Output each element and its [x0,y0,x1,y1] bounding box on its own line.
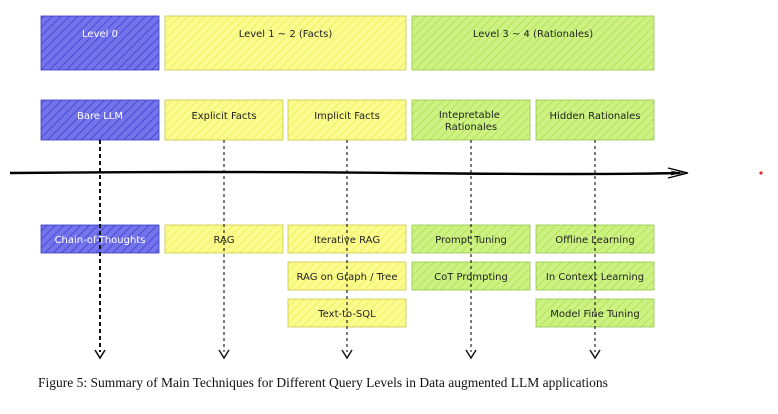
level-box-0: Level 0 [40,15,160,71]
connector-col-1 [218,140,230,360]
level-label-1: Level 1 ~ 2 (Facts) [239,29,333,40]
category-label-bare-llm: Bare LLM [77,111,123,122]
arrow-down-icon [341,349,353,360]
arrow-down-icon [465,349,477,360]
category-box-implicit-facts: Implicit Facts [287,99,407,141]
level-box-1: Level 1 ~ 2 (Facts) [164,15,407,71]
technique-diagram: Level 0 Level 1 ~ 2 (Facts) Level 3 ~ 4 … [9,15,763,360]
category-box-explicit-facts: Explicit Facts [164,99,284,141]
technique-label-cot-prompting: CoT Prompting [434,272,508,283]
connector-col-4 [589,140,601,360]
technique-label-prompt-tuning: Prompt Tuning [435,235,507,246]
category-box-bare-llm: Bare LLM [40,99,160,141]
figure-caption: Figure 5: Summary of Main Techniques for… [38,375,608,390]
level-box-2: Level 3 ~ 4 (Rationales) [411,15,655,71]
category-label-intepretable-rationales: Intepretable Rationales [439,110,503,133]
horizontal-axis [9,167,689,179]
category-label-hidden-rationales: Hidden Rationales [550,111,641,122]
level-label-0: Level 0 [82,29,118,40]
connector-col-0 [94,140,106,360]
category-label-implicit-facts: Implicit Facts [314,111,380,122]
connector-col-2 [341,140,353,360]
marker-dot [759,171,763,175]
axis-arrow-icon [667,167,689,179]
technique-label-iterative-rag: Iterative RAG [314,235,380,246]
category-label-explicit-facts: Explicit Facts [191,111,256,122]
arrow-down-icon [589,349,601,360]
arrow-down-icon [218,349,230,360]
technique-label-in-context-learning: In Context Learning [546,272,644,283]
technique-label-rag: RAG [214,235,235,246]
technique-label-rag-on-graph: RAG on Graph / Tree [296,272,397,283]
connector-col-3 [465,140,477,360]
level-label-2: Level 3 ~ 4 (Rationales) [473,29,593,40]
arrow-down-icon [94,349,106,360]
technique-label-offline-learning: Offline Learning [555,235,634,246]
category-box-hidden-rationales: Hidden Rationales [535,99,655,141]
category-box-intepretable-rationales: Intepretable Rationales [411,99,531,141]
